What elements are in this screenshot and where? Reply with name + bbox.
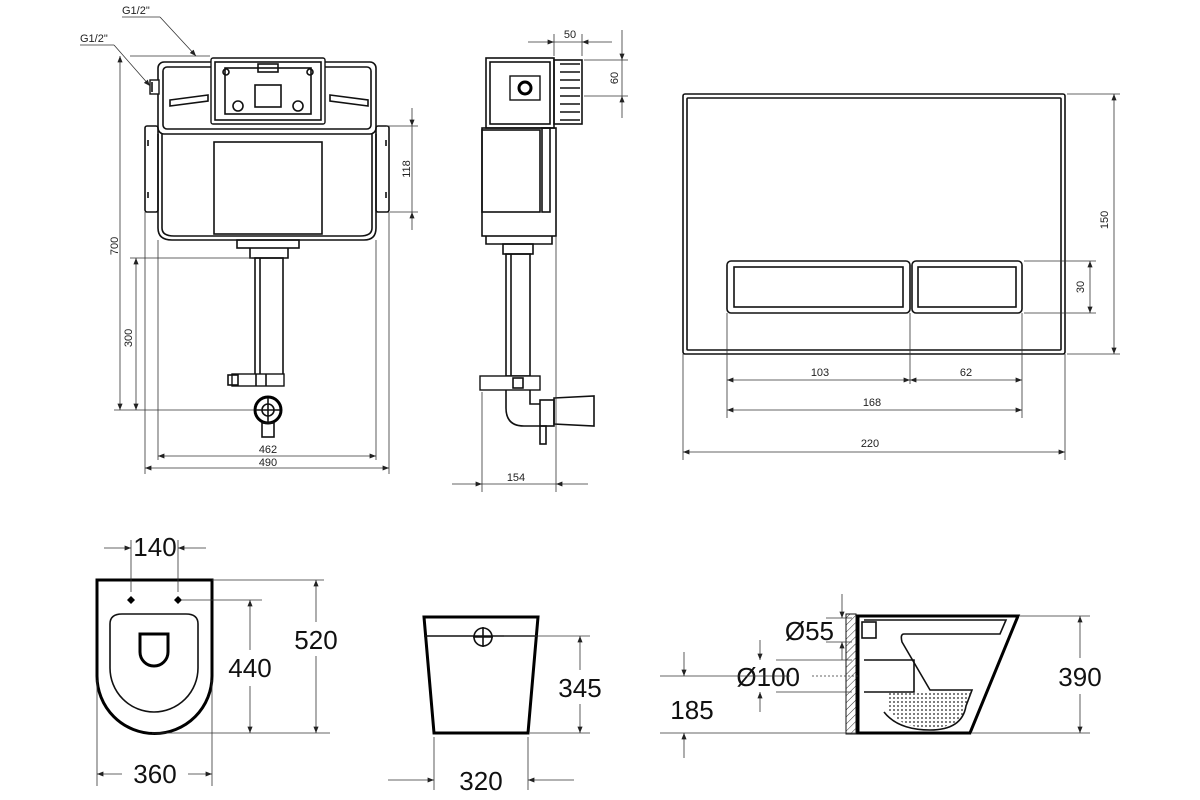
dim-700: 700: [109, 237, 121, 255]
dim-490: 490: [259, 457, 277, 469]
dim-360: 360: [133, 759, 176, 789]
cistern-front-dimensions: 700 300 118 462 490: [109, 55, 418, 474]
dim-140: 140: [133, 532, 176, 562]
toilet-top-view: [95, 578, 214, 735]
dim-345: 345: [558, 673, 601, 703]
toilet-side-dimensions: Ø55 Ø100 185 390: [660, 594, 1102, 758]
dim-300: 300: [123, 329, 135, 347]
dim-440: 440: [228, 653, 271, 683]
dim-185: 185: [670, 695, 713, 725]
dim-390: 390: [1058, 662, 1101, 692]
dim-150: 150: [1099, 211, 1111, 229]
dim-50: 50: [564, 29, 576, 41]
thread-callouts: G1/2" G1/2": [80, 5, 197, 87]
dim-60: 60: [609, 72, 621, 84]
cistern-side-dimensions: 50 60 154: [452, 29, 628, 492]
dim-30: 30: [1075, 281, 1087, 293]
flush-plate-dimensions: 150 30 103 62 168 220: [682, 93, 1120, 460]
flush-button-small: [911, 260, 1023, 314]
dim-462: 462: [259, 444, 277, 456]
toilet-side-view: [812, 613, 1021, 735]
toilet-back-dimensions: 345 320: [388, 635, 602, 796]
cistern-front-view: [144, 57, 390, 438]
dim-154: 154: [507, 472, 525, 484]
dim-dia-100: Ø100: [736, 662, 800, 692]
dim-dia-55: Ø55: [785, 616, 834, 646]
flush-button-large: [726, 260, 911, 314]
dim-103: 103: [811, 367, 829, 379]
dim-220: 220: [861, 438, 879, 450]
cistern-side-view: [479, 57, 595, 445]
dim-62: 62: [960, 367, 972, 379]
flush-plate: [682, 93, 1066, 355]
dim-118: 118: [401, 160, 413, 178]
toilet-top-dimensions: 140 440 520 360: [96, 532, 338, 789]
thread-label-top: G1/2": [122, 5, 150, 17]
toilet-back-view: [422, 615, 540, 735]
dim-320: 320: [459, 766, 502, 796]
thread-label-side: G1/2": [80, 33, 108, 45]
dim-168: 168: [863, 397, 881, 409]
dim-520: 520: [294, 625, 337, 655]
